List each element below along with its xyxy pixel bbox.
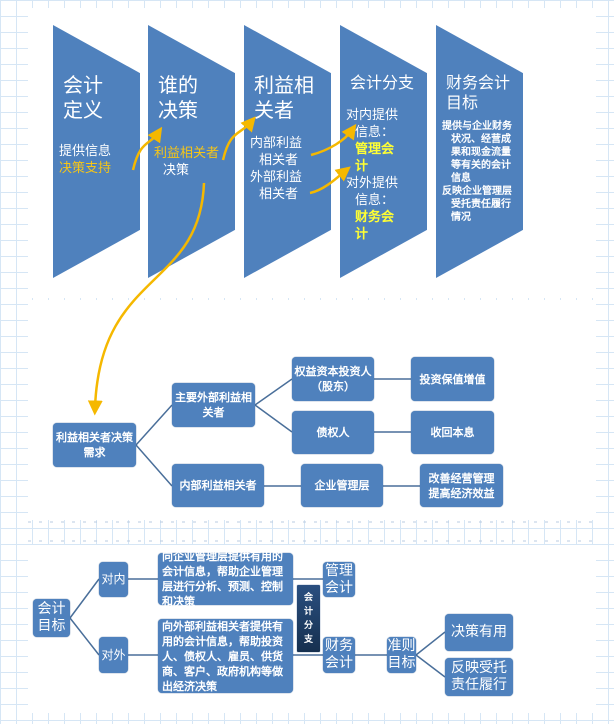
chevron-title: 财务会计目标 <box>446 73 511 112</box>
chevron-title: 会计分支 <box>350 73 415 92</box>
tree-lines <box>69 378 446 678</box>
bullet: 提供与企业财务状况、经营成果和现金流量等有关的会计信息 <box>442 121 512 184</box>
node-accounting-goal: 会计目标 <box>33 599 70 637</box>
node-criteria-goals: 准则目标 <box>387 637 416 673</box>
node-investment-value: 投资保值增值 <box>411 357 494 401</box>
bullet: 外部利益相关者 <box>250 170 303 202</box>
bullet: 内部利益相关者 <box>250 136 303 168</box>
dividers <box>28 521 596 542</box>
node-stewardship: 反映受托责任履行 <box>445 658 513 696</box>
bullet: 对外提供信息：财务会计 <box>346 176 399 242</box>
yellow-arrows <box>87 116 357 416</box>
node-equity-investors: 权益资本投资人（股东） <box>292 357 374 401</box>
node-management-goal: 改善经营管理提高经济效益 <box>420 464 503 507</box>
node-management: 企业管理层 <box>301 464 383 507</box>
chevron-accounting-definition: 会计定义 提供信息决策支持 <box>53 25 140 278</box>
node-financial-accounting: 财务会计 <box>323 637 355 673</box>
chevron-accounting-branches: 会计分支 对内提供信息：管理会计对外提供信息：财务会计 <box>340 25 427 278</box>
node-stakeholder-needs: 利益相关者决策需求 <box>53 423 136 467</box>
node-external-desc: 向外部利益相关者提供有用的会计信息，帮助投资人、债权人、雇员、供货商、客户、政府… <box>158 619 293 693</box>
node-external: 对外 <box>99 637 128 673</box>
node-internal-stakeholders: 内部利益相关者 <box>172 464 264 507</box>
chevron-stakeholders: 利益相关者 内部利益相关者外部利益相关者 <box>244 25 331 278</box>
node-accounting-branch: 会计分支 <box>297 585 320 652</box>
bullet: 对内提供信息：管理会计 <box>346 108 399 174</box>
node-creditors: 债权人 <box>292 411 374 454</box>
chevron-title: 谁的决策 <box>158 73 198 122</box>
node-internal: 对内 <box>99 562 128 597</box>
bullet: 利益相关者决策 <box>154 146 220 178</box>
node-decision-useful: 决策有用 <box>445 614 513 651</box>
bullet: 反映企业管理层受托责任履行情况 <box>442 186 512 223</box>
bullet: 提供信息 <box>59 144 112 159</box>
node-principal-interest: 收回本息 <box>411 411 494 454</box>
node-management-accounting: 管理会计 <box>323 562 355 597</box>
node-external-stakeholders: 主要外部利益相关者 <box>172 383 255 427</box>
bullet: 决策支持 <box>59 161 112 176</box>
chevron-title: 利益相关者 <box>254 73 314 122</box>
chevron-financial-accounting-goals: 财务会计目标 提供与企业财务状况、经营成果和现金流量等有关的会计信息反映企业管理… <box>436 25 523 278</box>
chevron-title: 会计定义 <box>63 73 103 122</box>
node-internal-desc: 向企业管理层提供有用的会计信息，帮助企业管理层进行分析、预测、控制和决策 <box>158 550 293 608</box>
